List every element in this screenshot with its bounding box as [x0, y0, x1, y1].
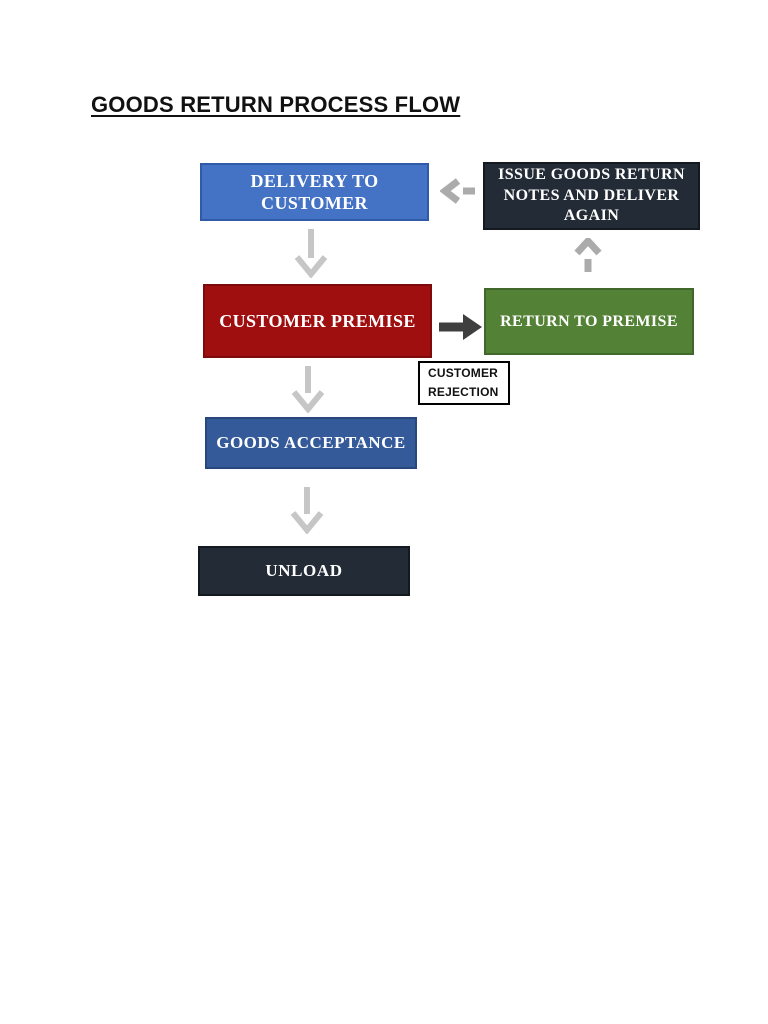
node-label-line: GOODS ACCEPTANCE: [216, 433, 406, 452]
node-issue-goods-return-notes: ISSUE GOODS RETURN NOTES AND DELIVER AGA…: [483, 162, 700, 230]
node-unload: UNLOAD: [198, 546, 410, 596]
node-delivery-to-customer: DELIVERY TO CUSTOMER: [200, 163, 429, 221]
arrow-down-icon: [294, 229, 328, 278]
arrow-right-icon: [439, 314, 482, 340]
page-title: GOODS RETURN PROCESS FLOW: [91, 92, 461, 117]
arrow-up-icon: [574, 238, 602, 272]
node-label-line: REJECTION: [428, 385, 499, 399]
node-label-line: RETURN TO PREMISE: [500, 312, 678, 330]
arrow-left-icon: [440, 178, 475, 204]
node-return-to-premise: RETURN TO PREMISE: [484, 288, 694, 355]
node-label-line: NOTES AND DELIVER: [503, 186, 680, 204]
node-label-line: CUSTOMER: [428, 366, 499, 381]
arrow-down-icon: [290, 487, 324, 534]
node-label-line: CUSTOMER PREMISE: [219, 310, 416, 331]
node-label-line: UNLOAD: [265, 561, 343, 580]
arrow-down-icon: [291, 366, 325, 413]
node-label-line: CUSTOMER: [261, 193, 368, 213]
node-label-line: AGAIN: [563, 207, 620, 225]
node-goods-acceptance: GOODS ACCEPTANCE: [205, 417, 417, 469]
node-label-line: ISSUE GOODS RETURN: [498, 165, 685, 183]
node-customer-premise: CUSTOMER PREMISE: [203, 284, 432, 358]
node-customer-rejection: CUSTOMER REJECTION: [418, 361, 510, 405]
node-label-line: DELIVERY TO: [250, 170, 379, 191]
